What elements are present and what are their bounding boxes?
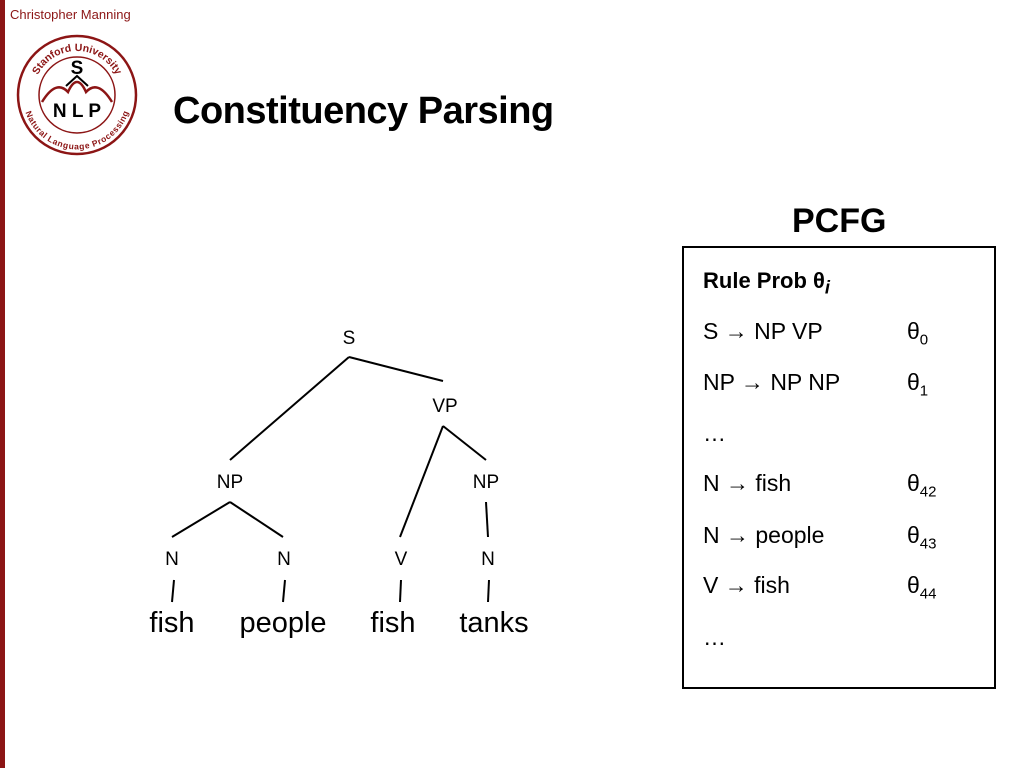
rule-row: V → fish θ44 <box>703 572 983 603</box>
rule-prob: θ1 <box>907 369 929 400</box>
rule-prob: θ43 <box>907 522 937 553</box>
rule-row-ellipsis: … <box>703 624 983 654</box>
tree-node-n2: N <box>277 549 291 570</box>
rule-text: N → fish <box>703 470 792 496</box>
rule-row: N → people θ43 <box>703 522 983 553</box>
tree-word-tanks: tanks <box>459 607 528 639</box>
tree-edges <box>171 356 490 603</box>
rule-table-header: Rule Prob θi <box>703 268 830 298</box>
edge-np-n3 <box>485 501 489 538</box>
rule-text: … <box>703 624 726 650</box>
edge-np-n2 <box>229 501 284 538</box>
stanford-nlp-logo: Stanford University Natural Language Pro… <box>16 34 138 156</box>
edge-s-np <box>229 356 350 461</box>
logo-letter-s: S <box>71 58 84 79</box>
rule-prob: θ0 <box>907 318 929 349</box>
pcfg-heading: PCFG <box>792 202 887 240</box>
slide-title: Constituency Parsing <box>173 90 554 132</box>
edge-s-vp <box>348 356 444 382</box>
edge-n1-word <box>171 579 175 603</box>
rule-text: NP → NP NP <box>703 369 841 395</box>
rule-row: NP → NP NP θ1 <box>703 369 983 400</box>
tree-node-n1: N <box>165 549 179 570</box>
logo-mountain-icon <box>40 80 114 103</box>
tree-node-np-right: NP <box>473 472 499 493</box>
rule-header-label: Rule Prob θ <box>703 268 825 293</box>
tree-node-v: V <box>395 549 408 570</box>
left-accent-bar <box>0 0 5 768</box>
tree-node-vp: VP <box>432 396 457 417</box>
tree-word-fish-2: fish <box>370 607 415 639</box>
edge-n2-word <box>282 579 286 603</box>
tree-word-people: people <box>239 607 326 639</box>
rule-header-subscript: i <box>824 276 830 298</box>
edge-v-word <box>399 579 402 603</box>
edge-np-n1 <box>171 501 231 538</box>
rule-row: S → NP VP θ0 <box>703 318 983 349</box>
tree-node-np-left: NP <box>217 472 243 493</box>
tree-node-s: S <box>343 328 356 349</box>
rule-row-ellipsis: … <box>703 420 983 450</box>
rule-prob: θ42 <box>907 470 937 501</box>
tree-node-n3: N <box>481 549 495 570</box>
rule-prob: θ44 <box>907 572 937 603</box>
edge-n3-word <box>487 579 490 603</box>
rule-text: V → fish <box>703 572 790 598</box>
edge-vp-v <box>399 425 444 538</box>
rule-row: N → fish θ42 <box>703 470 983 501</box>
logo-letters-nlp: N L P <box>53 101 102 122</box>
edge-vp-np <box>442 425 487 461</box>
rule-text: N → people <box>703 522 825 548</box>
rule-text: S → NP VP <box>703 318 823 344</box>
pcfg-rule-box: Rule Prob θi S → NP VP θ0 NP → NP NP θ1 … <box>682 246 996 689</box>
rule-text: … <box>703 420 726 446</box>
tree-word-fish-1: fish <box>149 607 194 639</box>
author-name: Christopher Manning <box>10 7 131 22</box>
